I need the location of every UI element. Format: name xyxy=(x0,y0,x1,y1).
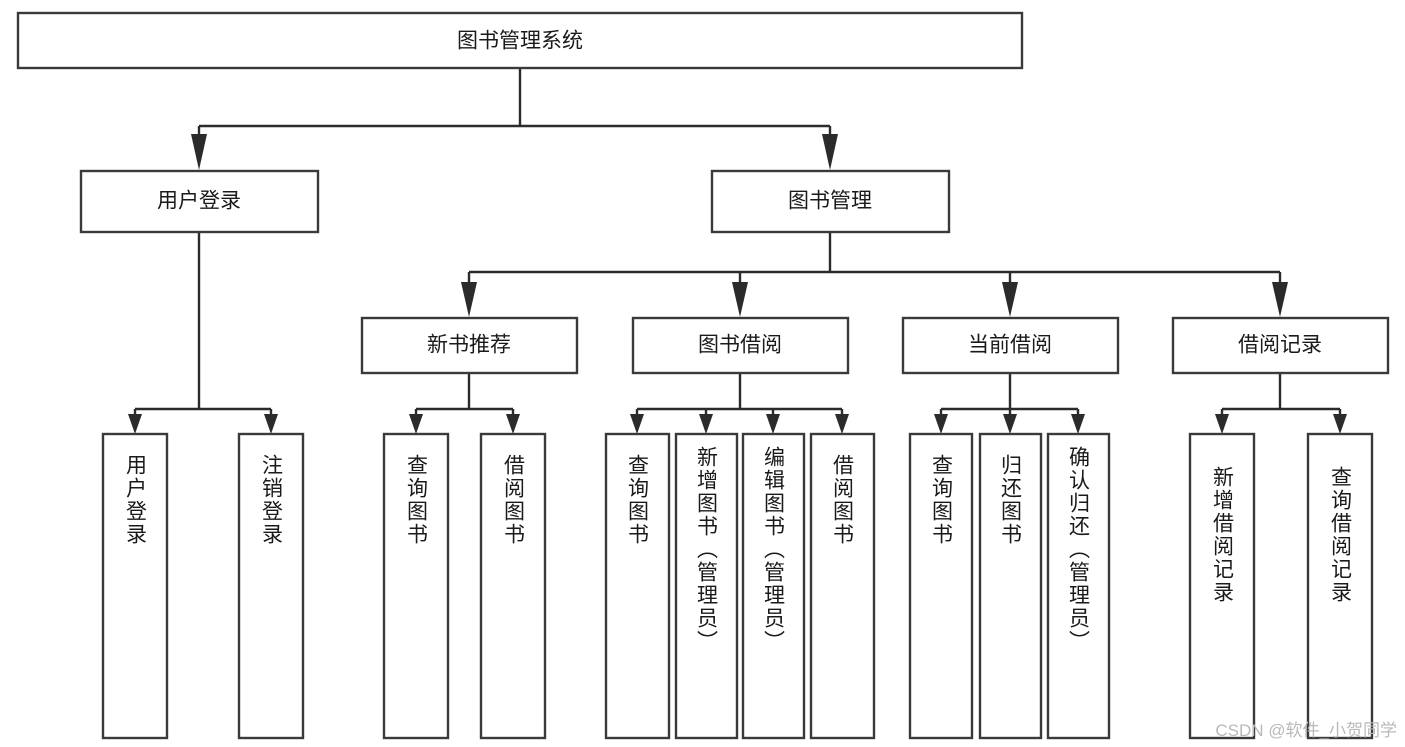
arrow-icon-leaf-logout-login xyxy=(264,414,278,434)
connector-layer xyxy=(128,68,1347,434)
node-book-management[interactable]: 图书管理 xyxy=(710,169,951,234)
node-root-label: 图书管理系统 xyxy=(457,30,583,53)
arrow-icon-leaf-query-borrow-record xyxy=(1333,414,1347,434)
node-borrow-record-label: 借阅记录 xyxy=(1238,334,1322,357)
node-leaf-borrow-book-1-label: 借阅图书 xyxy=(502,454,526,546)
arrow-icon-book-management xyxy=(822,134,838,170)
node-current-borrow-label: 当前借阅 xyxy=(968,334,1052,357)
arrow-icon-new-book-recommend xyxy=(461,282,477,317)
node-leaf-query-borrow-record[interactable]: 查询借阅记录 xyxy=(1306,432,1374,740)
node-leaf-logout-login[interactable]: 注销登录 xyxy=(237,432,305,740)
node-leaf-borrow-book-1-box[interactable] xyxy=(479,432,547,740)
node-leaf-user-login-label: 用户登录 xyxy=(124,454,148,546)
node-leaf-borrow-book-2-label: 借阅图书 xyxy=(831,454,855,546)
node-leaf-logout-login-label: 注销登录 xyxy=(260,454,284,546)
node-leaf-add-borrow-record-box[interactable] xyxy=(1188,432,1256,740)
node-borrow-record[interactable]: 借阅记录 xyxy=(1171,316,1390,375)
node-leaf-return-book-box[interactable] xyxy=(978,432,1043,740)
node-book-borrow-box[interactable] xyxy=(631,316,850,375)
node-book-borrow[interactable]: 图书借阅 xyxy=(631,316,850,375)
node-leaf-query-book-2-box[interactable] xyxy=(604,432,671,740)
node-current-borrow-box[interactable] xyxy=(901,316,1120,375)
node-leaf-return-book[interactable]: 归还图书 xyxy=(978,432,1043,740)
node-leaf-user-login[interactable]: 用户登录 xyxy=(101,432,169,740)
node-user-login[interactable]: 用户登录 xyxy=(79,169,320,234)
arrow-icon-user-login xyxy=(191,134,207,170)
node-leaf-logout-login-box[interactable] xyxy=(237,432,305,740)
node-borrow-record-box[interactable] xyxy=(1171,316,1390,375)
node-leaf-user-login-box[interactable] xyxy=(101,432,169,740)
node-leaf-add-borrow-record[interactable]: 新增借阅记录 xyxy=(1188,432,1256,740)
arrow-icon-leaf-user-login xyxy=(128,414,142,434)
node-leaf-confirm-return-label: 确认归还（管理员） xyxy=(1067,446,1091,653)
arrow-icon-leaf-borrow-book-2 xyxy=(835,414,849,434)
arrow-icon-current-borrow xyxy=(1002,282,1018,317)
node-current-borrow[interactable]: 当前借阅 xyxy=(901,316,1120,375)
arrow-icon-book-borrow xyxy=(732,282,748,317)
arrow-icon-borrow-record xyxy=(1272,282,1288,317)
node-leaf-query-book-1[interactable]: 查询图书 xyxy=(382,432,450,740)
node-leaf-query-book-2[interactable]: 查询图书 xyxy=(604,432,671,740)
node-leaf-add-book-box[interactable] xyxy=(674,432,739,740)
node-leaf-add-book-label: 新增图书（管理员） xyxy=(695,446,719,653)
node-leaf-query-book-3[interactable]: 查询图书 xyxy=(908,432,974,740)
node-book-management-label: 图书管理 xyxy=(788,190,872,213)
node-root[interactable]: 图书管理系统 xyxy=(16,11,1024,70)
node-leaf-borrow-book-2[interactable]: 借阅图书 xyxy=(809,432,876,740)
arrow-icon-leaf-borrow-book-1 xyxy=(506,414,520,434)
node-book-borrow-label: 图书借阅 xyxy=(698,334,782,357)
node-root-box[interactable] xyxy=(16,11,1024,70)
csdn-watermark: CSDN @软件_小贺同学 xyxy=(1215,721,1397,740)
node-leaf-return-book-label: 归还图书 xyxy=(999,454,1023,546)
node-leaf-add-book[interactable]: 新增图书（管理员） xyxy=(674,432,739,740)
arrow-icon-leaf-edit-book xyxy=(766,414,780,434)
node-leaf-confirm-return[interactable]: 确认归还（管理员） xyxy=(1046,432,1111,740)
node-user-login-label: 用户登录 xyxy=(157,190,241,213)
node-user-login-box[interactable] xyxy=(79,169,320,234)
node-leaf-edit-book-box[interactable] xyxy=(741,432,806,740)
arrow-icon-leaf-query-book-3 xyxy=(934,414,948,434)
node-leaf-confirm-return-box[interactable] xyxy=(1046,432,1111,740)
node-new-book-recommend-label: 新书推荐 xyxy=(427,334,511,357)
node-leaf-borrow-book-2-box[interactable] xyxy=(809,432,876,740)
node-leaf-edit-book-label: 编辑图书（管理员） xyxy=(762,446,786,653)
node-leaf-query-book-2-label: 查询图书 xyxy=(626,454,650,546)
node-leaf-query-book-1-box[interactable] xyxy=(382,432,450,740)
arrow-icon-leaf-add-borrow-record xyxy=(1215,414,1229,434)
arrow-icon-leaf-query-book-2 xyxy=(630,414,644,434)
node-book-management-box[interactable] xyxy=(710,169,951,234)
node-new-book-recommend-box[interactable] xyxy=(360,316,579,375)
node-leaf-add-borrow-record-label: 新增借阅记录 xyxy=(1211,466,1235,604)
arrow-icon-leaf-confirm-return xyxy=(1071,414,1085,434)
node-leaf-query-borrow-record-label: 查询借阅记录 xyxy=(1329,466,1353,604)
arrow-icon-leaf-add-book xyxy=(699,414,713,434)
arrow-icon-leaf-query-book-1 xyxy=(409,414,423,434)
node-new-book-recommend[interactable]: 新书推荐 xyxy=(360,316,579,375)
node-leaf-query-book-3-label: 查询图书 xyxy=(930,454,954,546)
node-leaf-query-borrow-record-box[interactable] xyxy=(1306,432,1374,740)
node-leaf-borrow-book-1[interactable]: 借阅图书 xyxy=(479,432,547,740)
arrow-icon-leaf-return-book xyxy=(1003,414,1017,434)
node-leaf-query-book-1-label: 查询图书 xyxy=(405,454,429,546)
node-leaf-edit-book[interactable]: 编辑图书（管理员） xyxy=(741,432,806,740)
node-leaf-query-book-3-box[interactable] xyxy=(908,432,974,740)
